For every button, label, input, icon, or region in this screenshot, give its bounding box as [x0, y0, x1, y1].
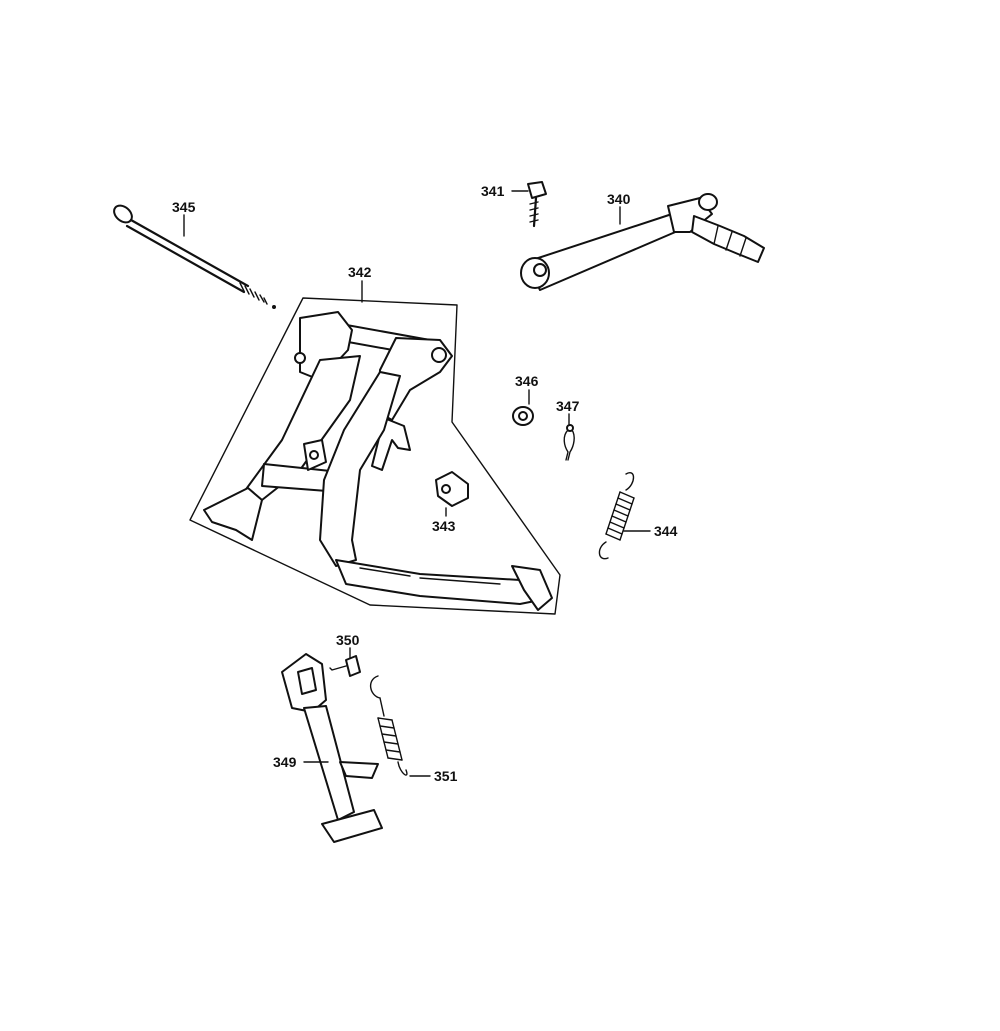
- part-347-cotter-pin: [563, 424, 575, 461]
- part-351-spring: [370, 675, 408, 776]
- part-344-spring: [598, 472, 635, 560]
- callout-344: 344: [654, 523, 678, 539]
- part-341-bolt: [527, 181, 547, 228]
- callout-345: 345: [172, 199, 196, 215]
- part-346-washer: [512, 406, 534, 426]
- callout-346: 346: [515, 373, 539, 389]
- callout-340: 340: [607, 191, 631, 207]
- callout-342: 342: [348, 264, 372, 280]
- part-342-main-stand: [203, 311, 553, 611]
- callout-343: 343: [432, 518, 456, 534]
- part-345-bolt: [113, 204, 276, 309]
- part-340-kick-lever: [520, 193, 765, 291]
- part-350-pin: [329, 655, 361, 677]
- callout-351: 351: [434, 768, 458, 784]
- part-343-block: [435, 471, 469, 507]
- callout-349: 349: [273, 754, 297, 770]
- callout-347: 347: [556, 398, 580, 414]
- callout-341: 341: [481, 183, 505, 199]
- part-349-side-stand: [281, 653, 383, 843]
- part-342-outline: [189, 297, 561, 615]
- callout-350: 350: [336, 632, 360, 648]
